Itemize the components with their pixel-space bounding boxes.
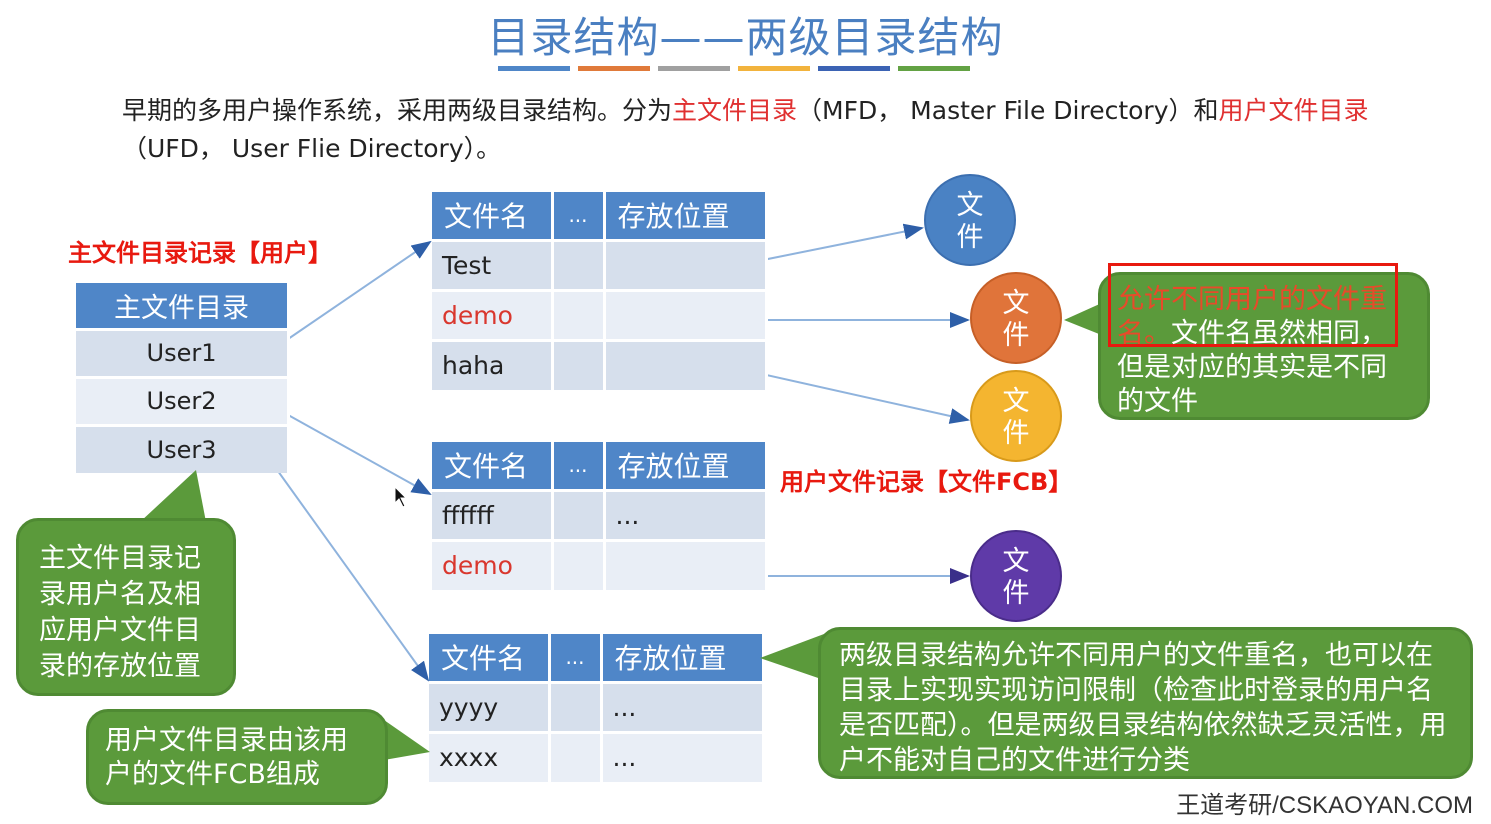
title-bar-5 <box>818 66 890 71</box>
ufd2-cell <box>604 538 768 590</box>
ufd1-col-location: 存放位置 <box>604 192 768 240</box>
cursor-icon <box>394 485 408 508</box>
file-circle-blue: 文件 <box>924 174 1016 266</box>
mfd-row-user1: User1 <box>76 327 290 377</box>
intro-text: 早期的多用户操作系统，采用两级目录结构。分为主文件目录（MFD， Master … <box>122 92 1422 168</box>
watermark: 王道考研/CSKAOYAN.COM <box>1176 792 1473 819</box>
file-circle-label: 文件 <box>1002 386 1030 449</box>
ufd3-col-name: 文件名 <box>429 634 551 682</box>
mfd-header: 主文件目录 <box>76 283 290 329</box>
ufd3-cell: xxxx <box>429 730 551 782</box>
ufd-note-bubble: 用户文件目录由该用户的文件FCB组成 <box>86 709 388 805</box>
mfd-note-pointer <box>140 470 206 522</box>
ufd-table-3: 文件名 ... 存放位置 yyyy... xxxx... <box>429 634 765 782</box>
title-bar-2 <box>578 66 650 71</box>
ufd3-col-location: 存放位置 <box>601 634 765 682</box>
mfd-note-bubble: 主文件目录记录用户名及相应用户文件目录的存放位置 <box>16 518 236 696</box>
file-circle-yellow: 文件 <box>970 370 1062 462</box>
ufd3-cell <box>549 730 603 782</box>
file-circle-label: 文件 <box>1002 546 1030 609</box>
ufd1-cell <box>604 338 768 390</box>
file-circle-label: 文件 <box>956 190 984 253</box>
title-bar-1 <box>498 66 570 71</box>
rename-note-highlight: 允许不同用户的文件重名。 <box>1117 284 1387 349</box>
ufd1-cell <box>552 288 606 340</box>
arrow-user3 <box>269 459 430 682</box>
ufd-table-1: 文件名 ... 存放位置 Test demo haha <box>432 192 768 390</box>
ufd2-cell: ... <box>604 488 768 540</box>
intro-mfd-term: 主文件目录 <box>672 96 798 125</box>
ufd2-col-name: 文件名 <box>432 442 554 490</box>
arrow-user1 <box>271 240 432 351</box>
ufd-record-label: 用户文件记录【文件FCB】 <box>780 468 1073 496</box>
mfd-table: 主文件目录 User1 User2 User3 <box>76 283 290 473</box>
ufd2-cell <box>552 538 606 590</box>
ufd3-col-dots: ... <box>549 634 603 682</box>
ufd-note-pointer <box>384 720 430 760</box>
ufd1-col-name: 文件名 <box>432 192 554 240</box>
mfd-row-user3: User3 <box>76 423 290 473</box>
file-circle-purple: 文件 <box>970 530 1062 622</box>
ufd3-cell <box>549 680 603 732</box>
ufd1-cell: demo <box>432 288 554 340</box>
intro-part-1: 早期的多用户操作系统，采用两级目录结构。分为 <box>122 96 673 125</box>
ufd2-col-dots: ... <box>552 442 606 490</box>
ufd1-cell: Test <box>432 238 554 290</box>
ufd-table-2: 文件名 ... 存放位置 ffffff... demo <box>432 442 768 590</box>
ufd3-cell: ... <box>601 730 765 782</box>
ufd1-cell: haha <box>432 338 554 390</box>
arrow-haha <box>743 369 970 424</box>
title-bar-6 <box>898 66 970 71</box>
ufd1-cell <box>604 288 768 340</box>
ufd2-cell: demo <box>432 538 554 590</box>
ufd2-cell: ffffff <box>432 488 554 540</box>
intro-part-5: （UFD， User Flie Directory）。 <box>122 134 502 163</box>
arrow-test <box>737 223 924 266</box>
mfd-record-label: 主文件目录记录【用户】 <box>68 239 332 267</box>
intro-part-3: （MFD， Master File Directory）和 <box>797 96 1219 125</box>
ufd1-cell <box>604 238 768 290</box>
arrow-user2 <box>271 405 432 495</box>
file-circle-orange: 文件 <box>970 272 1062 364</box>
file-circle-label: 文件 <box>1002 288 1030 351</box>
intro-ufd-term: 用户文件目录 <box>1218 96 1369 125</box>
title-bar-4 <box>738 66 810 71</box>
ufd3-cell: ... <box>601 680 765 732</box>
ufd2-col-location: 存放位置 <box>604 442 768 490</box>
summary-note-bubble: 两级目录结构允许不同用户的文件重名，也可以在目录上实现实现访问限制（检查此时登录… <box>818 627 1473 779</box>
ufd3-cell: yyyy <box>429 680 551 732</box>
ufd1-col-dots: ... <box>552 192 606 240</box>
ufd2-cell <box>552 488 606 540</box>
highlight-box <box>1108 263 1398 347</box>
ufd1-cell <box>552 338 606 390</box>
rename-note-text: 文件名虽然相同，但是对应的其实是不同的文件 <box>1117 318 1387 417</box>
mfd-row-user2: User2 <box>76 375 290 425</box>
rename-note-pointer <box>1064 302 1104 336</box>
page-title: 目录结构——两级目录结构 <box>487 13 1004 62</box>
ufd1-cell <box>552 238 606 290</box>
title-bar-3 <box>658 66 730 71</box>
summary-note-pointer <box>760 634 824 680</box>
